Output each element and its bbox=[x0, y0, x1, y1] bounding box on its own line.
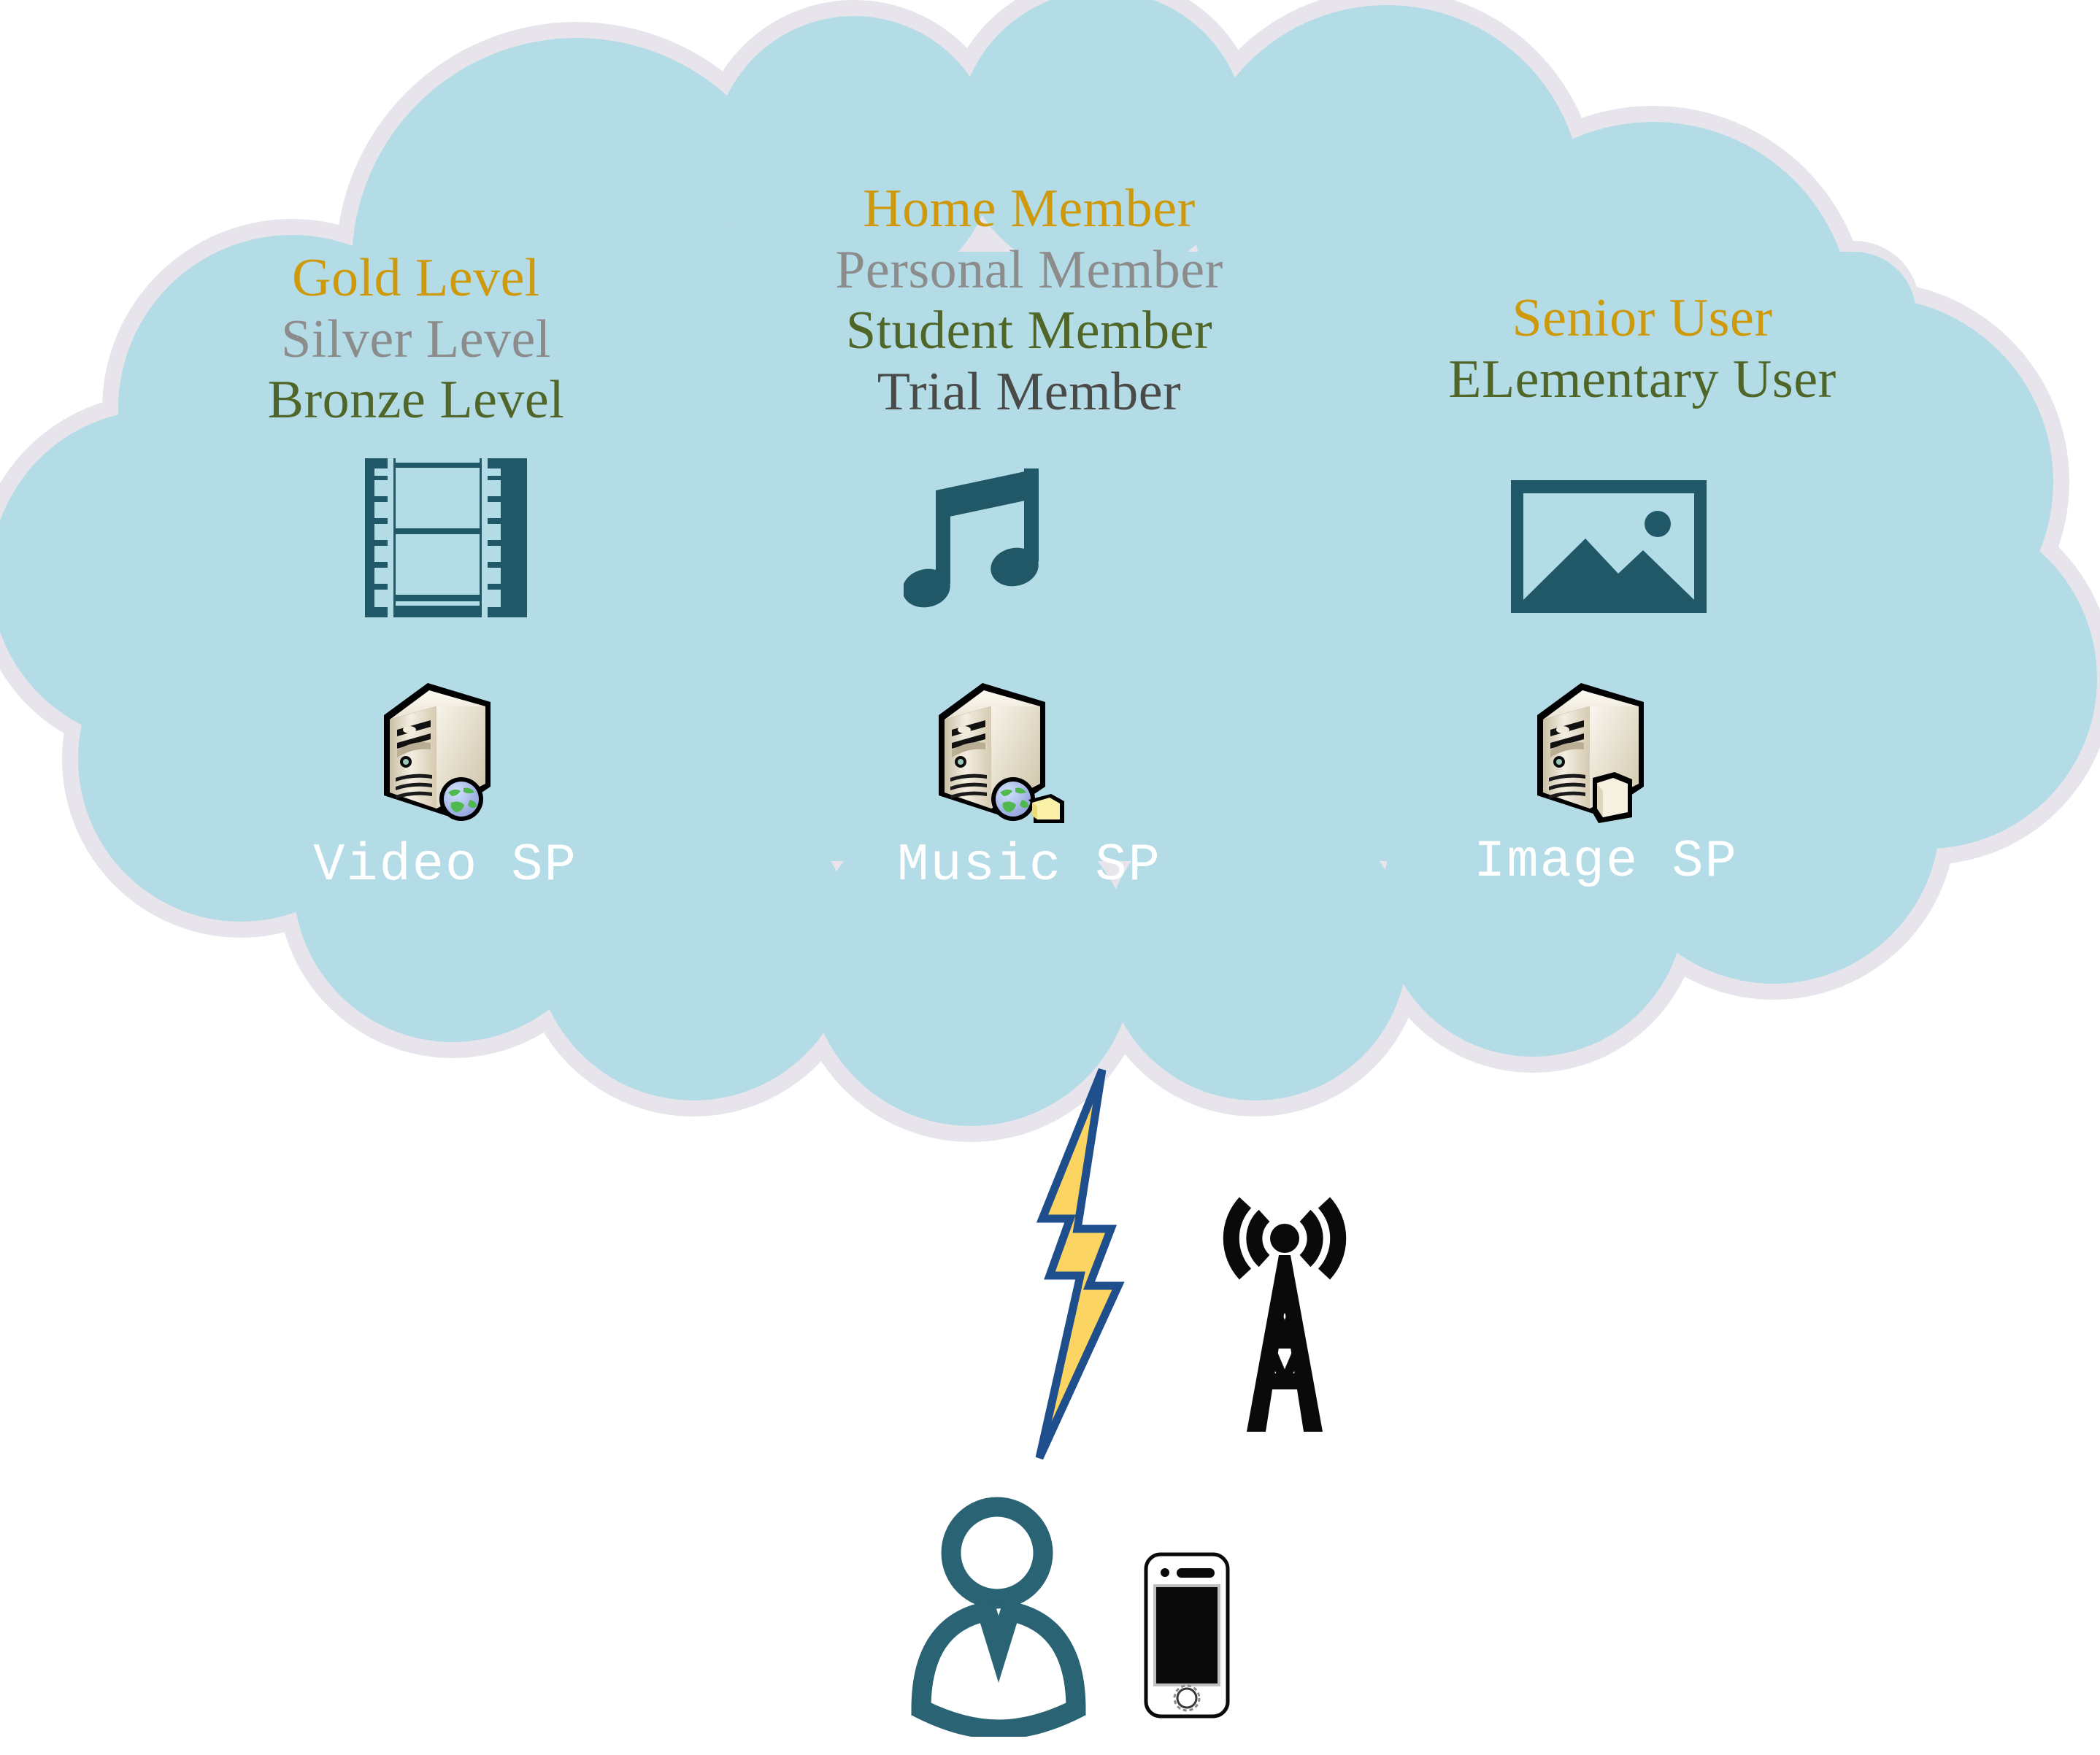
tier-label-student-member: Student Member bbox=[845, 301, 1213, 361]
membership-column-music: Home Member Personal Member Student Memb… bbox=[737, 179, 1321, 423]
tier-label-trial-member: Trial Member bbox=[877, 361, 1182, 422]
provider-label-video-sp: Video SP bbox=[313, 836, 577, 895]
cell-tower-icon bbox=[1212, 1146, 1358, 1438]
provider-label-image-sp: Image SP bbox=[1474, 832, 1738, 892]
tier-label-gold-level: Gold Level bbox=[292, 248, 540, 308]
tier-label-bronze-level: Bronze Level bbox=[267, 370, 565, 431]
membership-column-video: Gold Level Silver Level Bronze Level bbox=[131, 248, 701, 431]
provider-label-music-sp: Music SP bbox=[897, 836, 1161, 895]
tier-label-personal-member: Personal Member bbox=[835, 239, 1223, 300]
music-note-icon bbox=[904, 460, 1058, 628]
server-folder-icon bbox=[1521, 677, 1661, 825]
smartphone-icon bbox=[1143, 1551, 1239, 1721]
lightning-bolt-icon bbox=[1032, 1067, 1134, 1461]
membership-column-image: Senior User ELementary User bbox=[1343, 288, 1942, 410]
tier-label-senior-user: Senior User bbox=[1512, 288, 1773, 348]
person-icon bbox=[911, 1496, 1086, 1737]
tier-label-elementary-user: ELementary User bbox=[1448, 349, 1836, 409]
picture-icon bbox=[1511, 480, 1707, 613]
server-globe-icon bbox=[368, 677, 507, 823]
server-globe-folder-icon bbox=[923, 677, 1069, 827]
tier-label-home-member: Home Member bbox=[863, 179, 1196, 239]
tier-label-silver-level: Silver Level bbox=[281, 309, 551, 369]
film-strip-icon bbox=[365, 458, 527, 617]
